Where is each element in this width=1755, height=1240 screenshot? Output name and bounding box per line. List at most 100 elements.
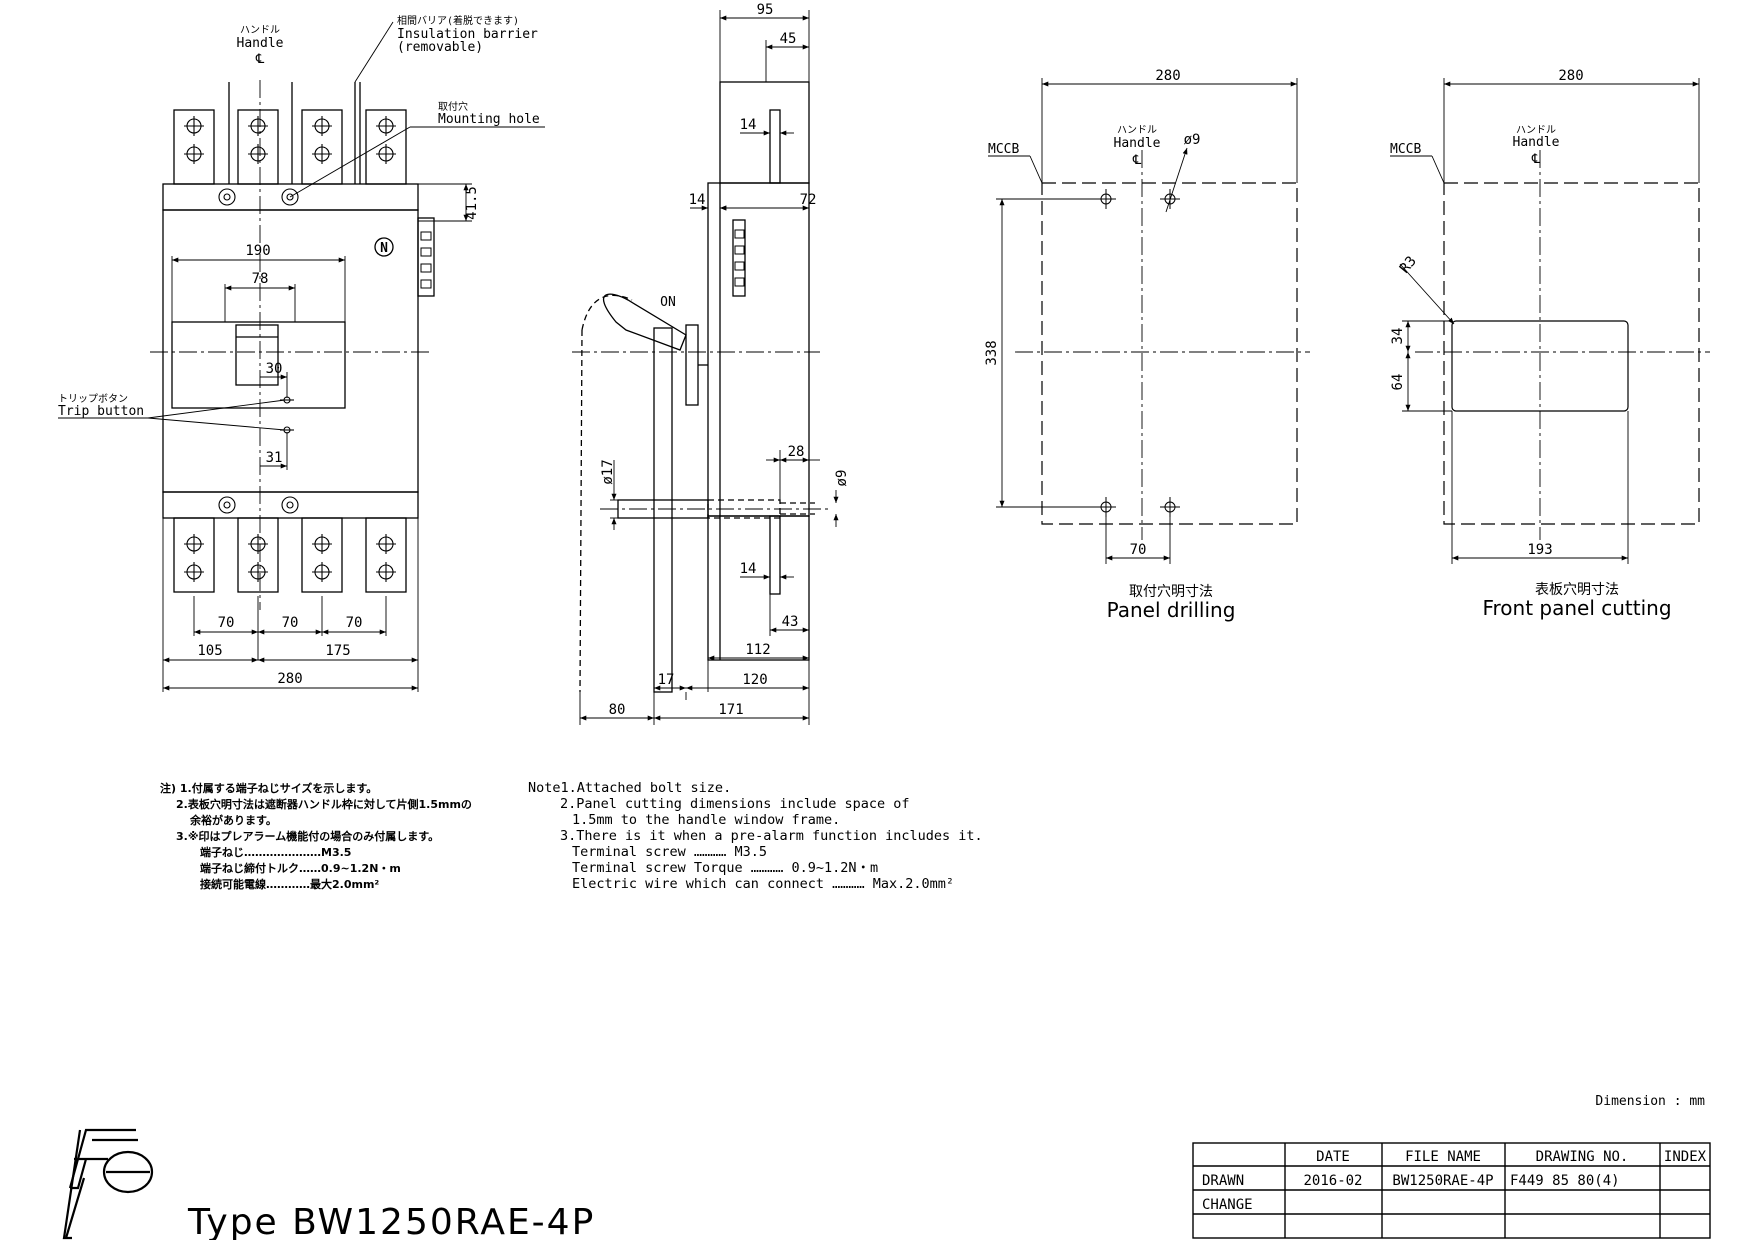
- svg-text:80: 80: [609, 702, 626, 718]
- title-block: [1192, 1142, 1711, 1239]
- svg-text:280: 280: [1558, 68, 1583, 84]
- front-view-labels: ハンドル Handle ℄ 相間バリア(着脱できます) Insulation b…: [58, 14, 540, 687]
- svg-text:175: 175: [325, 643, 350, 659]
- side-handle-top: [769, 109, 781, 184]
- svg-text:78: 78: [252, 271, 269, 287]
- svg-text:72: 72: [800, 192, 817, 208]
- svg-text:℄: ℄: [1531, 152, 1541, 167]
- svg-text:1.5mm to the handle window fra: 1.5mm to the handle window frame.: [572, 812, 840, 828]
- svg-text:95: 95: [757, 2, 774, 18]
- svg-text:2.Panel cutting dimensions inc: 2.Panel cutting dimensions include space…: [560, 796, 910, 812]
- svg-text:余裕があります。: 余裕があります。: [189, 813, 277, 827]
- mccb-outline: [1041, 182, 1298, 525]
- type-title: Type BW1250RAE-4P: [187, 1202, 595, 1240]
- svg-text:取付穴明寸法: 取付穴明寸法: [1129, 584, 1213, 600]
- notes-japanese: 注) 1.付属する端子ねじサイズを示します。 2.表板穴明寸法は遮断器ハンドル枠…: [160, 781, 472, 891]
- svg-text:MCCB: MCCB: [1390, 142, 1421, 157]
- svg-text:Handle: Handle: [1513, 135, 1560, 150]
- side-view-dimensions: [579, 10, 839, 725]
- svg-text:Handle: Handle: [237, 36, 284, 51]
- pre-alarm-connector: [417, 217, 435, 297]
- svg-text:112: 112: [745, 642, 770, 658]
- svg-text:3.※印はプレアラーム機能付の場合のみ付属します。: 3.※印はプレアラーム機能付の場合のみ付属します。: [176, 829, 439, 843]
- svg-text:ø17: ø17: [600, 459, 616, 484]
- svg-text:表板穴明寸法: 表板穴明寸法: [1535, 582, 1619, 598]
- svg-text:31: 31: [266, 450, 283, 466]
- svg-text:28: 28: [788, 444, 805, 460]
- svg-text:DATE: DATE: [1316, 1149, 1350, 1165]
- svg-text:280: 280: [1155, 68, 1180, 84]
- svg-text:Panel drilling: Panel drilling: [1107, 598, 1236, 622]
- svg-text:CHANGE: CHANGE: [1202, 1197, 1253, 1213]
- svg-text:INDEX: INDEX: [1664, 1149, 1707, 1165]
- mccb-outline-2: [1443, 182, 1700, 525]
- neutral-mark-letter: N: [380, 241, 388, 256]
- svg-text:70: 70: [346, 615, 363, 631]
- panel-drilling-labels: MCCB ハンドル Handle ℄ ø9 280 338 70 取付穴明寸法 …: [984, 68, 1235, 622]
- svg-text:30: 30: [266, 361, 283, 377]
- bottom-mount-band: [162, 491, 419, 519]
- svg-text:Mounting hole: Mounting hole: [438, 112, 540, 127]
- svg-text:F449 85 80(4): F449 85 80(4): [1510, 1173, 1620, 1189]
- svg-text:70: 70: [218, 615, 235, 631]
- svg-text:14: 14: [740, 117, 757, 133]
- title-block-text: DATE FILE NAME DRAWING NO. INDEX DRAWN 2…: [1202, 1149, 1707, 1213]
- side-view: [572, 81, 830, 693]
- svg-text:Trip button: Trip button: [58, 404, 144, 419]
- svg-text:(removable): (removable): [397, 40, 483, 55]
- terminal-holes: [183, 115, 397, 583]
- svg-text:17: 17: [658, 672, 675, 688]
- front-view: [150, 80, 435, 610]
- svg-text:トリップボタン: トリップボタン: [58, 393, 128, 405]
- svg-text:ハンドル: ハンドル: [240, 25, 280, 36]
- panel-drilling-dimensions: [988, 78, 1298, 564]
- handle-lever: [603, 293, 687, 351]
- svg-text:120: 120: [742, 672, 767, 688]
- panel-drilling-view: [1015, 150, 1310, 540]
- svg-text:14: 14: [740, 561, 757, 577]
- svg-text:Note1.Attached bolt size.: Note1.Attached bolt size.: [528, 780, 731, 796]
- svg-text:相間バリア(着脱できます): 相間バリア(着脱できます): [397, 14, 519, 27]
- svg-text:70: 70: [282, 615, 299, 631]
- fe-logo: [62, 1128, 154, 1240]
- svg-text:ハンドル: ハンドル: [1117, 125, 1157, 136]
- side-handle-bottom: [769, 515, 781, 595]
- handle-window: [171, 321, 346, 409]
- svg-text:℄: ℄: [1132, 153, 1142, 168]
- svg-text:DRAWN: DRAWN: [1202, 1173, 1244, 1189]
- side-view-labels: ON 95 45 14 14 72 ø17 28 ø9 14 43 112 17…: [600, 2, 850, 718]
- svg-text:端子ねじ締付トルク……0.9~1.2N・m: 端子ねじ締付トルク……0.9~1.2N・m: [200, 861, 401, 875]
- drill-holes: [1096, 189, 1180, 517]
- svg-text:41.5: 41.5: [464, 186, 480, 220]
- bottom-terminals: [173, 517, 407, 593]
- front-panel-cutting-dimensions: [1390, 78, 1700, 564]
- front-plate: [685, 324, 699, 406]
- svg-text:3.There is it when a pre-alarm: 3.There is it when a pre-alarm function …: [560, 828, 983, 844]
- svg-text:45: 45: [780, 31, 797, 47]
- svg-text:R3: R3: [1397, 253, 1420, 276]
- svg-text:Insulation barrier: Insulation barrier: [397, 27, 538, 42]
- svg-text:Terminal screw Torque ………… 0.9: Terminal screw Torque ………… 0.9~1.2N・m: [572, 860, 878, 876]
- svg-text:注) 1.付属する端子ねじサイズを示します。: 注) 1.付属する端子ねじサイズを示します。: [160, 781, 377, 795]
- svg-text:取付穴: 取付穴: [438, 100, 468, 113]
- dimension-unit: Dimension : mm: [1595, 1094, 1705, 1109]
- svg-text:34: 34: [1390, 328, 1406, 345]
- svg-text:ON: ON: [660, 295, 676, 310]
- svg-text:ø9: ø9: [1184, 132, 1201, 148]
- svg-text:DRAWING NO.: DRAWING NO.: [1536, 1149, 1629, 1165]
- svg-text:280: 280: [277, 671, 302, 687]
- front-panel-cutting-view: [1415, 150, 1710, 540]
- svg-text:MCCB: MCCB: [988, 142, 1019, 157]
- neutral-mark: [374, 237, 394, 257]
- svg-text:FILE NAME: FILE NAME: [1405, 1149, 1481, 1165]
- svg-text:171: 171: [718, 702, 743, 718]
- svg-text:70: 70: [1130, 542, 1147, 558]
- svg-text:193: 193: [1527, 542, 1552, 558]
- extension-shaft: [653, 327, 673, 693]
- side-bottom-terminal: [707, 515, 810, 661]
- top-terminals: [173, 109, 407, 185]
- front-view-dimensions: [58, 21, 545, 692]
- side-connector: [732, 219, 746, 297]
- svg-text:Electric wire which can connec: Electric wire which can connect ………… Max…: [572, 876, 954, 892]
